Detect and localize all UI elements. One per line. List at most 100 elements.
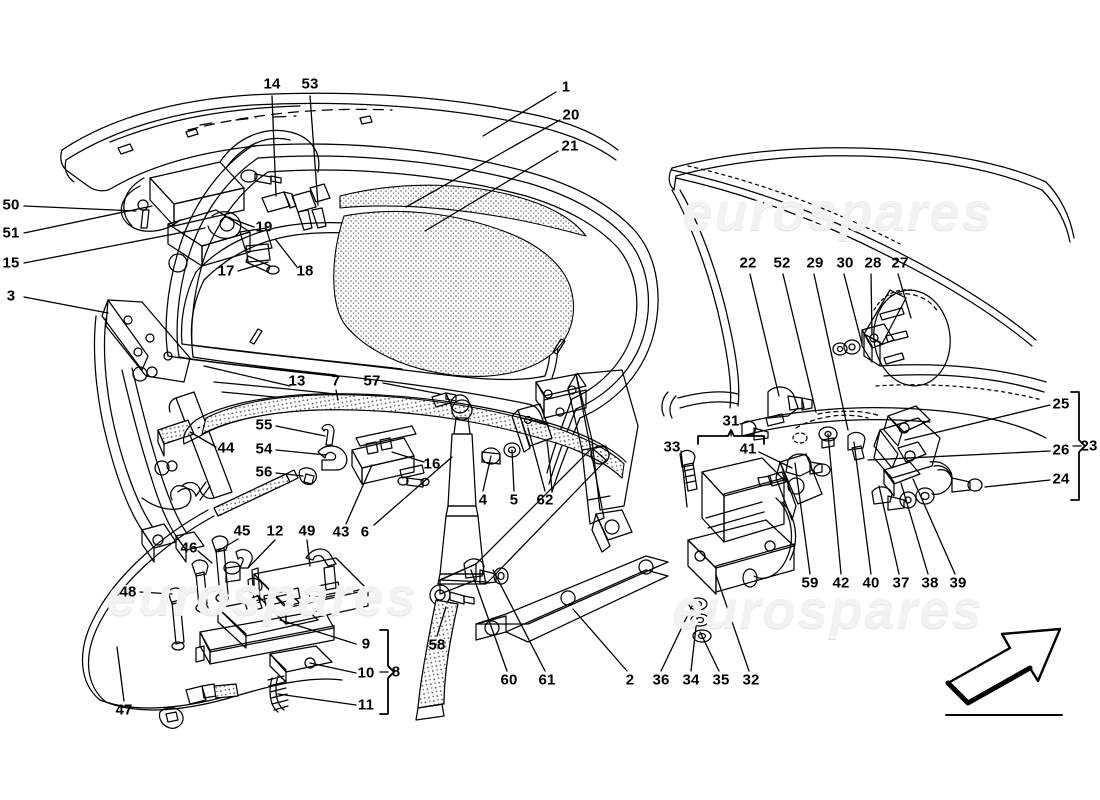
- callout-58: 58: [428, 636, 446, 654]
- leader-line-6: [373, 456, 453, 526]
- leader-line-33: [680, 450, 688, 508]
- leader-line-32: [715, 574, 750, 672]
- callout-43: 43: [332, 523, 350, 541]
- callout-53: 53: [301, 75, 319, 93]
- callout-56: 56: [255, 463, 273, 481]
- leader-line-1: [482, 91, 557, 137]
- callout-55: 55: [255, 416, 273, 434]
- callout-1: 1: [561, 78, 571, 96]
- leader-line-43: [345, 464, 373, 525]
- callout-47: 47: [115, 701, 133, 719]
- fuel-flap-lock-assembly: [871, 405, 983, 511]
- leader-line-17: [237, 261, 269, 272]
- callout-60: 60: [500, 671, 518, 689]
- leader-line-62: [527, 427, 546, 492]
- callout-22: 22: [739, 254, 757, 272]
- center-gas-strut: [429, 392, 487, 606]
- leader-line-4: [482, 455, 492, 492]
- leader-line-42: [827, 433, 842, 575]
- left-hinge-assembly: [93, 299, 233, 563]
- callout-6: 6: [360, 523, 370, 541]
- callout-17: 17: [217, 262, 235, 280]
- callout-35: 35: [712, 671, 730, 689]
- callout-21: 21: [561, 137, 579, 155]
- leader-line-34: [690, 617, 698, 672]
- callout-8: 8: [391, 663, 401, 681]
- leader-line-54: [275, 449, 327, 456]
- callout-29: 29: [806, 254, 824, 272]
- callout-26: 26: [1052, 441, 1070, 459]
- fuel-flap-actuator: [741, 386, 813, 441]
- leader-line-49: [306, 539, 311, 567]
- leader-line-51: [23, 205, 153, 234]
- leader-line-7: [335, 389, 339, 401]
- leader-line-5: [511, 449, 515, 492]
- direction-of-travel-arrow: [945, 627, 1063, 716]
- callout-4: 4: [478, 491, 488, 509]
- leader-line-39: [912, 478, 956, 575]
- callout-14: 14: [263, 75, 281, 93]
- leader-line-16: [391, 451, 425, 463]
- leader-line-60: [470, 569, 508, 672]
- leader-line-30: [843, 273, 863, 345]
- callout-42: 42: [832, 574, 850, 592]
- trunk-release-handle-assembly: [81, 509, 369, 729]
- leader-line-15: [23, 227, 206, 264]
- callout-31: 31: [722, 412, 740, 430]
- leader-line-26: [867, 450, 1051, 461]
- leader-line-38: [900, 482, 929, 575]
- fuel-filler-flap: [832, 289, 951, 387]
- callout-39: 39: [949, 574, 967, 592]
- callout-41: 41: [739, 440, 757, 458]
- leader-line-18: [275, 239, 298, 268]
- callout-54: 54: [255, 440, 273, 458]
- callout-2: 2: [625, 671, 635, 689]
- callout-40: 40: [862, 574, 880, 592]
- leader-line-61: [492, 569, 546, 672]
- callout-50: 50: [2, 196, 20, 214]
- trunk-release-cable-right: [671, 165, 1037, 347]
- leader-line-46: [197, 550, 213, 564]
- leader-line-50: [23, 205, 137, 212]
- leader-line-57: [382, 382, 441, 395]
- callout-13: 13: [288, 372, 306, 390]
- callout-25: 25: [1052, 395, 1070, 413]
- leader-line-45: [217, 538, 239, 552]
- trunk-lid-outline: [60, 92, 659, 493]
- callout-34: 34: [682, 671, 700, 689]
- callout-11: 11: [357, 696, 375, 714]
- callout-7: 7: [331, 372, 341, 390]
- leader-line-28: [870, 273, 873, 336]
- callout-9: 9: [361, 635, 371, 653]
- callout-30: 30: [836, 254, 854, 272]
- leader-line-19: [231, 218, 255, 228]
- leader-line-13: [203, 365, 291, 387]
- leader-line-2: [572, 608, 628, 672]
- leader-line-58: [436, 606, 447, 637]
- leader-line-56: [275, 472, 304, 477]
- leader-line-52: [782, 273, 817, 413]
- bracket-8-group: [379, 629, 395, 715]
- leader-line-9: [279, 619, 357, 645]
- callout-36: 36: [652, 671, 670, 689]
- bracket-31-group: [697, 429, 765, 445]
- leader-line-35: [699, 631, 720, 672]
- leader-line-20: [405, 119, 561, 208]
- callout-59: 59: [801, 574, 819, 592]
- callout-18: 18: [296, 262, 314, 280]
- leader-line-14: [271, 95, 277, 197]
- leader-line-48: [139, 591, 173, 595]
- callout-44: 44: [217, 439, 235, 457]
- leader-line-11: [277, 693, 357, 706]
- callout-27: 27: [891, 254, 909, 272]
- callout-16: 16: [423, 455, 441, 473]
- right-hinge-linkage: [415, 369, 669, 721]
- leader-line-29: [813, 273, 849, 431]
- callout-51: 51: [2, 224, 20, 242]
- leader-line-12: [247, 539, 276, 569]
- rear-quarter-panel: [661, 147, 1075, 439]
- callout-24: 24: [1052, 470, 1070, 488]
- callout-5: 5: [509, 491, 519, 509]
